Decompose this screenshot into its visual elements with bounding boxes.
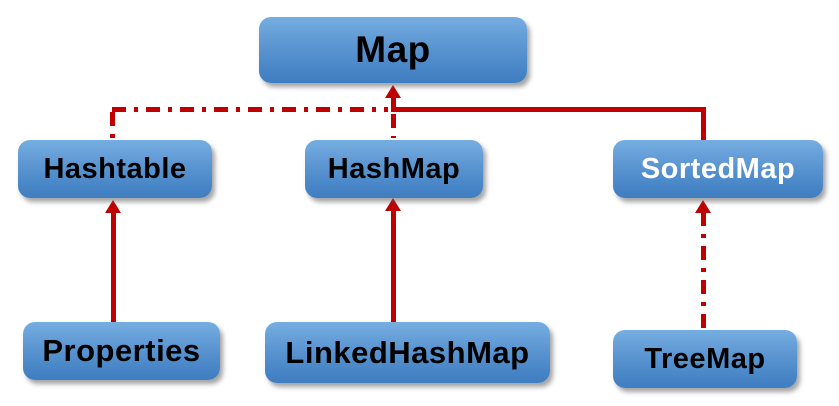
edge-linkedhashmap-to-hashmap-line bbox=[391, 209, 396, 322]
node-sortedmap: SortedMap bbox=[613, 140, 823, 198]
node-map-label: Map bbox=[355, 29, 431, 70]
arrowhead-into-hashtable-icon bbox=[105, 200, 121, 213]
node-treemap-label: TreeMap bbox=[644, 342, 766, 375]
edge-sortedmap-to-map-horizontal-line bbox=[391, 107, 706, 112]
node-hashtable-label: Hashtable bbox=[43, 152, 187, 185]
edge-properties-to-hashtable-line bbox=[111, 211, 116, 322]
edge-hashtable-to-map-vertical-line bbox=[110, 112, 115, 140]
node-hashtable: Hashtable bbox=[18, 140, 212, 198]
node-properties-label: Properties bbox=[42, 333, 201, 368]
edge-sortedmap-to-map-vertical-line bbox=[701, 107, 706, 141]
node-map: Map bbox=[259, 17, 527, 83]
edge-hashtable-to-map-horizontal-line bbox=[112, 107, 388, 112]
node-treemap: TreeMap bbox=[613, 330, 797, 388]
edge-shared-shaft-into-map bbox=[391, 96, 396, 112]
node-hashmap: HashMap bbox=[305, 140, 483, 198]
edge-treemap-to-sortedmap-line bbox=[701, 212, 706, 330]
node-linkedhashmap: LinkedHashMap bbox=[265, 322, 550, 383]
node-sortedmap-label: SortedMap bbox=[640, 152, 796, 185]
arrowhead-into-map-icon bbox=[385, 85, 401, 98]
node-hashmap-label: HashMap bbox=[327, 152, 461, 185]
node-linkedhashmap-label: LinkedHashMap bbox=[285, 334, 530, 370]
arrowhead-into-sortedmap-icon bbox=[695, 200, 711, 213]
edge-hashmap-to-map-line bbox=[391, 114, 396, 138]
node-properties: Properties bbox=[23, 322, 220, 380]
arrowhead-into-hashmap-icon bbox=[385, 198, 401, 211]
